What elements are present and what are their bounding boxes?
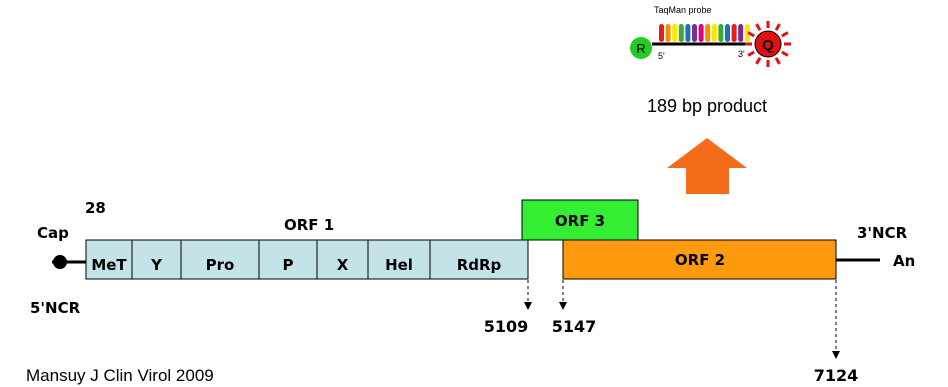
probe-base <box>692 24 697 42</box>
polya-label: An <box>893 252 915 270</box>
orf1-domain-label: Y <box>150 256 163 274</box>
probe-base <box>678 24 684 42</box>
quencher-burst-icon <box>745 21 791 67</box>
probe-3prime-label: 3' <box>738 49 745 59</box>
probe-base <box>744 24 750 42</box>
cap-icon <box>53 255 67 269</box>
orf1-domain-label: Hel <box>385 256 413 274</box>
probe-base <box>738 24 744 42</box>
ncr3-label: 3'NCR <box>857 224 908 242</box>
orf2-label: ORF 2 <box>675 251 725 269</box>
probe-base <box>685 24 691 42</box>
orf3-label: ORF 3 <box>555 212 605 230</box>
quencher-ray <box>755 57 762 65</box>
reporter-dye-icon <box>630 37 652 59</box>
ncr5-label: 5'NCR <box>30 299 81 317</box>
probe-base <box>698 24 704 42</box>
probe-base <box>659 24 664 42</box>
quencher-label: Q <box>762 37 774 54</box>
citation: Mansuy J Clin Virol 2009 <box>26 366 214 385</box>
probe-base <box>731 24 737 42</box>
orf1-domain-box <box>316 239 369 280</box>
orf1-label: ORF 1 <box>284 216 334 234</box>
orf1-domain-box <box>429 239 529 280</box>
start-position-label: 28 <box>85 199 106 217</box>
position-5147: 5147 <box>552 317 597 336</box>
taqman-probe: TaqMan probe R Q 5' 3' <box>630 5 791 67</box>
orf1-domain-label: RdRp <box>457 256 502 274</box>
cap-label: Cap <box>37 224 69 242</box>
probe-base <box>705 24 711 42</box>
orf1-domain-label: X <box>337 256 349 274</box>
orf1-domain-label: P <box>283 256 294 274</box>
quencher-ray <box>781 31 789 38</box>
position-7124: 7124 <box>814 366 859 385</box>
quencher-ray <box>747 50 755 57</box>
probe-base <box>725 24 730 42</box>
product-label: 189 bp product <box>647 96 767 116</box>
orf1-domain-box <box>367 239 431 280</box>
orf1-domain-label: MeT <box>91 256 127 274</box>
quencher-ray <box>774 23 781 31</box>
orf1-domain-label: Pro <box>206 256 235 274</box>
quencher-ray <box>774 57 781 65</box>
quencher-ray <box>781 50 789 57</box>
probe-base <box>711 24 717 42</box>
probe-bases <box>659 24 750 42</box>
position-5109: 5109 <box>484 317 529 336</box>
probe-base <box>672 24 678 42</box>
quencher-ray <box>747 31 755 38</box>
orf3-box <box>521 199 639 241</box>
up-arrow-icon <box>667 138 747 194</box>
probe-base <box>718 24 724 42</box>
reporter-label: R <box>636 41 645 56</box>
orf2-box <box>562 239 837 280</box>
quencher-ray <box>755 23 762 31</box>
probe-title: TaqMan probe <box>654 5 712 15</box>
orf1-domains: MeT Y Pro P X Hel RdRp <box>85 239 529 280</box>
orf1-domain-box <box>131 239 182 280</box>
quencher-dye-icon <box>754 30 782 58</box>
probe-base <box>665 24 671 42</box>
probe-5prime-label: 5' <box>658 51 665 61</box>
